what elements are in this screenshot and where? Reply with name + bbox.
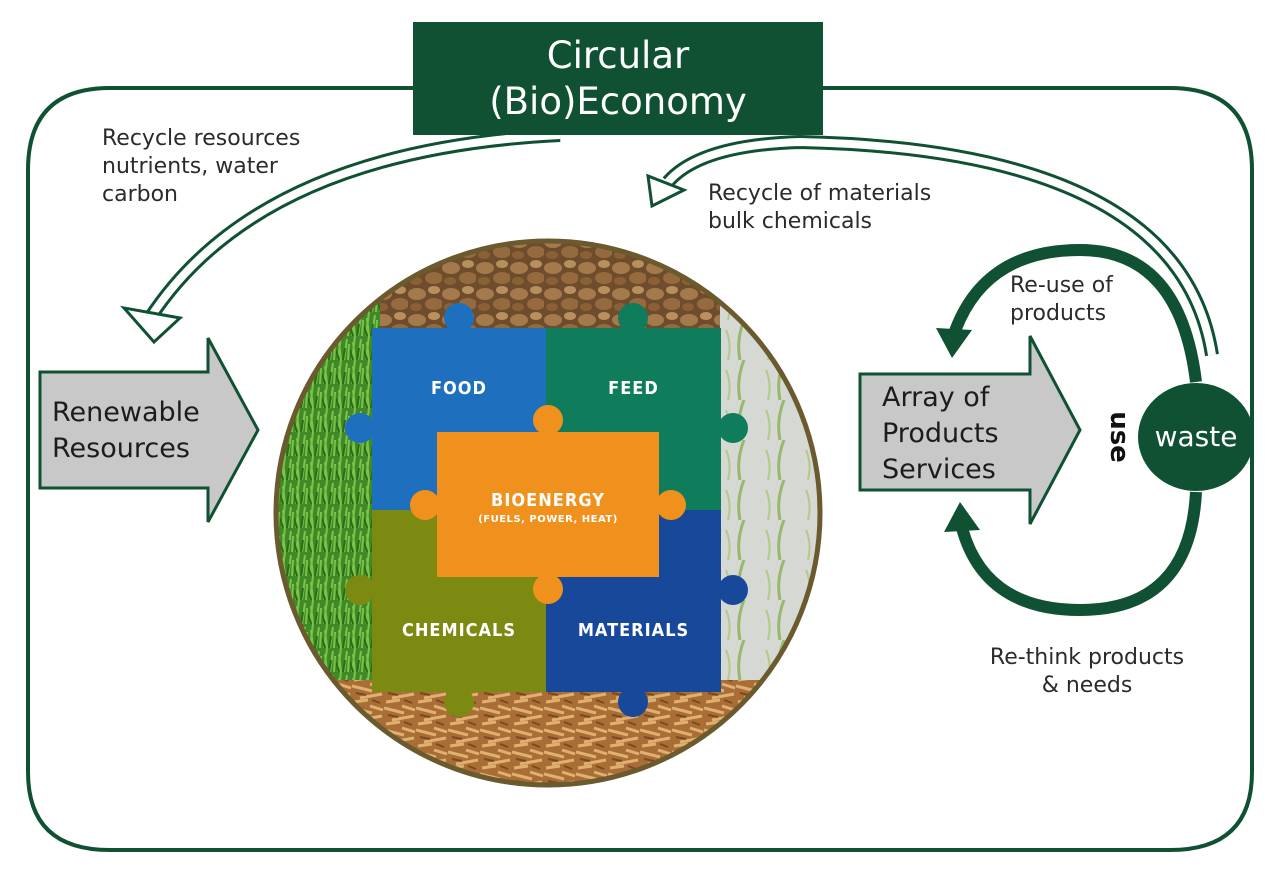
feed-label: FEED — [608, 378, 659, 399]
array-products-arrow — [858, 335, 1082, 525]
rethink-arc — [954, 491, 1202, 617]
recycle-resources-label: Recycle resources nutrients, water carbo… — [102, 126, 301, 207]
food-label: FOOD — [430, 378, 488, 399]
renewable-resources-label: Renewable Resources — [52, 397, 200, 464]
reuse-label: Re-use of products — [1010, 273, 1113, 326]
circle-ring — [273, 238, 823, 788]
rethink-label: Re-think products & needs — [989, 645, 1185, 698]
recycle-materials-arrow — [662, 134, 1219, 357]
outer-frame — [26, 86, 1254, 852]
materials-label: MATERIALS — [577, 620, 690, 641]
reuse-arc — [946, 243, 1202, 383]
renewable-resources-arrow — [38, 337, 260, 523]
title-box: Circular (Bio)Economy — [413, 22, 823, 135]
puzzle — [345, 303, 748, 717]
waste-circle — [1138, 383, 1254, 491]
chemicals-label: CHEMICALS — [401, 620, 517, 641]
use-label: use — [1104, 411, 1134, 463]
recycle-materials-label: Recycle of materials bulk chemicals — [708, 181, 932, 234]
array-products-label: Array of Products Services — [882, 382, 999, 485]
waste-label: waste — [1154, 420, 1238, 453]
bioenergy-label: BIOENERGY — [491, 490, 605, 511]
title-line-2: (Bio)Economy — [489, 79, 747, 123]
puzzle-piece-bioenergy — [437, 432, 659, 577]
title-line-1: Circular — [546, 33, 690, 77]
bioenergy-sub-label: (FUELS, POWER, HEAT) — [478, 514, 618, 525]
